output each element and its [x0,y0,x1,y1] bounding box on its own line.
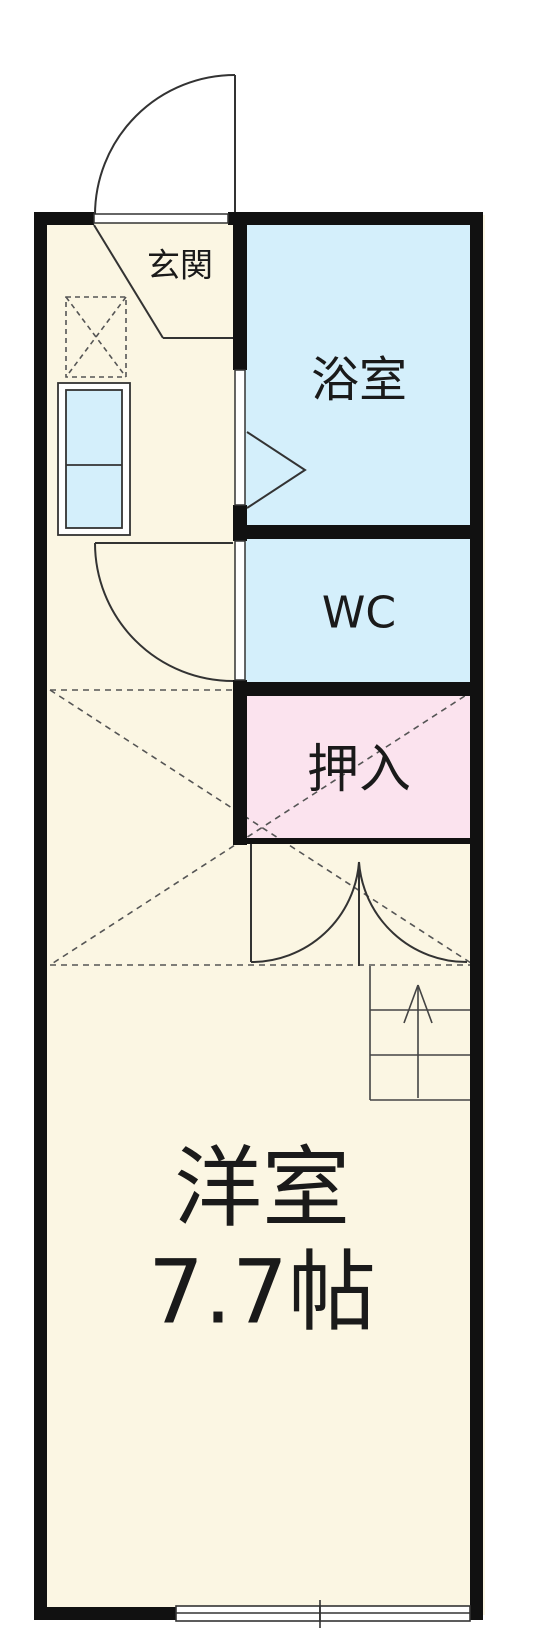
genkan-step [93,224,233,339]
western-room-label: 洋室 [174,1137,350,1240]
window [175,1600,471,1628]
entrance-door [94,74,236,216]
kitchen-counter-icon [57,382,131,536]
bath-label: 浴室 [311,352,407,408]
bath-floor [244,225,474,527]
sink-icon [65,296,127,378]
closet-floor [244,695,474,838]
genkan-label: 玄関 [147,246,213,285]
loft-outline [49,689,475,966]
closet-label: 押入 [307,740,411,800]
wc-label: WC [322,588,396,639]
interior-walls [233,225,474,845]
wc-door-swing [94,542,234,682]
western-room-size: 7.7帖 [148,1241,376,1344]
bath-door-swing [246,431,307,509]
stairs-icon [369,966,470,1101]
closet-doors [250,844,468,966]
bath-door-strip [234,369,246,681]
entrance-threshold [93,213,229,224]
wc-floor [244,537,474,685]
